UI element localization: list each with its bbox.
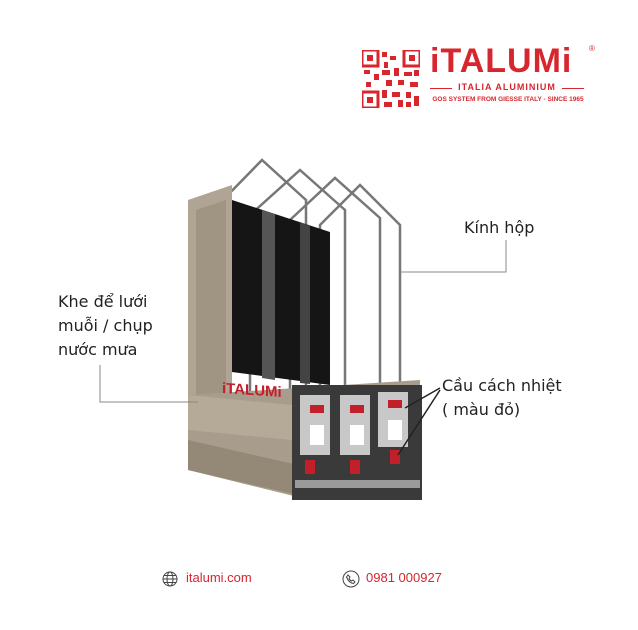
thermal-break-icon xyxy=(305,400,402,474)
divider xyxy=(562,88,584,89)
callout-slot-line1: Khe để lưới xyxy=(58,292,148,311)
website-link[interactable]: italumi.com xyxy=(186,570,252,585)
callout-glass: Kính hộp xyxy=(464,218,535,237)
logo-wordmark: iTALUMi xyxy=(430,42,573,80)
phone-number[interactable]: 0981 000927 xyxy=(366,570,442,585)
phone-icon xyxy=(342,570,360,588)
registered-mark: ® xyxy=(589,44,595,53)
callout-slot-line2: muỗi / chụp xyxy=(58,316,153,335)
callout-thermal-line2: ( màu đỏ) xyxy=(442,400,521,419)
divider xyxy=(430,88,452,89)
globe-icon xyxy=(162,571,178,587)
logo-subtitle: ITALIA ALUMINIUM xyxy=(458,82,556,92)
callout-thermal-line1: Cầu cách nhiệt xyxy=(442,376,562,395)
logo-tagline: GOS SYSTEM FROM GIESSE ITALY - SINCE 196… xyxy=(432,96,584,103)
qr-code-icon xyxy=(362,50,420,108)
callout-slot-line3: nước mưa xyxy=(58,340,138,359)
